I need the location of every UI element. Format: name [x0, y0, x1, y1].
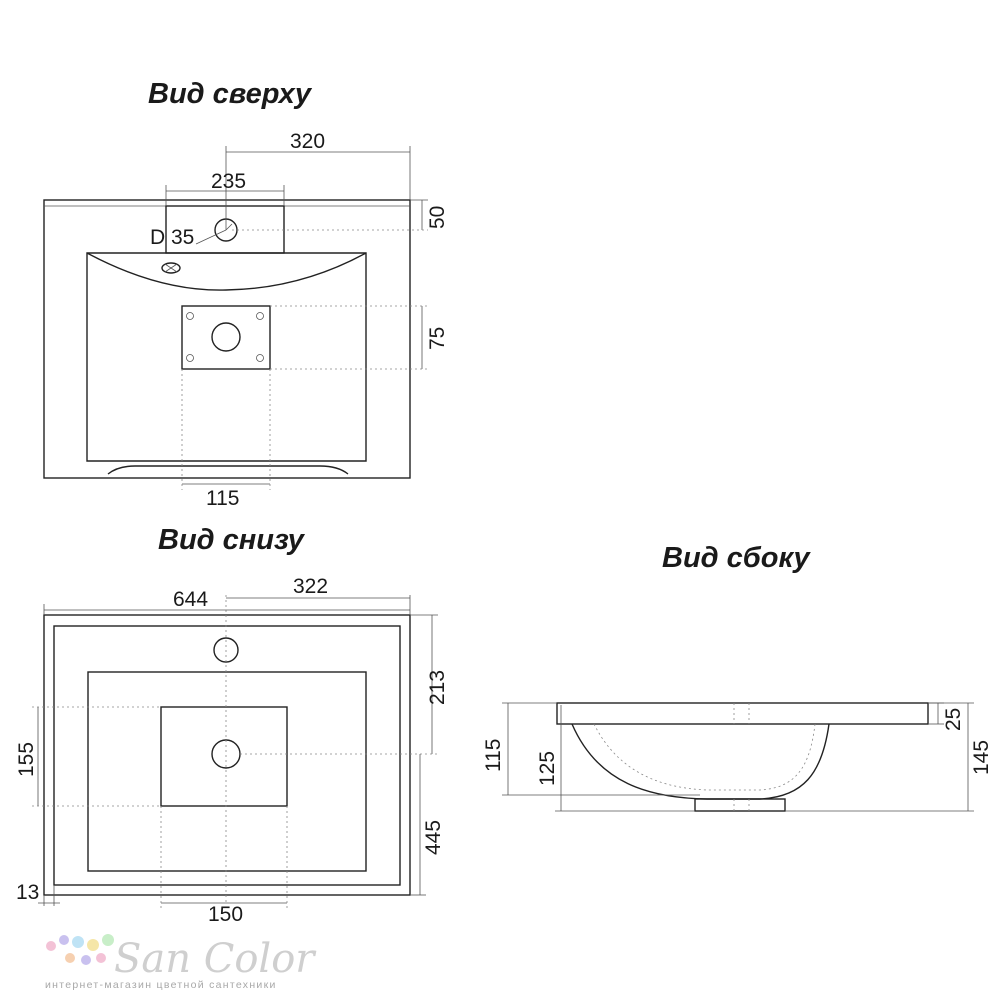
side-bowl-inner [593, 723, 816, 791]
brand-dot-5 [102, 934, 114, 946]
brand-dot-1 [46, 941, 56, 951]
brand-dot-6 [65, 953, 75, 963]
side-view: Вид сбоку 115 125 25 145 [482, 542, 993, 812]
bowl-outline [86, 252, 367, 462]
brand-dot-8 [96, 953, 106, 963]
dim-322-label: 322 [293, 575, 328, 598]
dim-155-label: 155 [15, 742, 38, 777]
top-view-title: Вид сверху [148, 78, 313, 110]
brand-name: San Color [114, 936, 317, 982]
bottom-view-title: Вид снизу [158, 524, 306, 556]
dim-25-label: 25 [942, 708, 965, 731]
bottom-slab-outer [43, 614, 411, 896]
bottom-drain-hole [211, 739, 241, 769]
dim-50-label: 50 [426, 206, 449, 229]
bottom-slab-inner [53, 625, 401, 886]
bowl-rim-curve [86, 252, 367, 291]
dim-145-label: 145 [970, 740, 993, 775]
dim-150-label: 150 [208, 903, 243, 926]
dim-213-label: 213 [426, 670, 449, 705]
dim-115-side-label: 115 [482, 739, 505, 772]
bolt-hole-3 [186, 354, 194, 362]
brand-watermark: San Color интернет-магазин цветной санте… [45, 934, 317, 991]
side-bowl-outer [571, 723, 830, 800]
brand-dot-2 [59, 935, 69, 945]
top-slab-outline [43, 199, 411, 479]
brand-tagline: интернет-магазин цветной сантехники [45, 979, 277, 991]
dim-75-label: 75 [426, 327, 449, 350]
drain-plate [181, 305, 271, 370]
dim-445-label: 445 [422, 820, 445, 855]
bottom-drain-plate [160, 706, 288, 807]
brand-dot-7 [81, 955, 91, 965]
bottom-view: Вид снизу 644 322 213 155 445 13 150 [15, 524, 449, 926]
d35-leader [195, 229, 227, 245]
bolt-hole-4 [256, 354, 264, 362]
top-view: Вид сверху D 35 320 235 [43, 78, 449, 510]
side-view-title: Вид сбоку [662, 542, 811, 574]
dim-320-label: 320 [290, 130, 325, 153]
bolt-hole-1 [186, 312, 194, 320]
tap-hole-marker [225, 223, 233, 231]
overflow-cross-b [164, 263, 178, 273]
dim-13-label: 13 [16, 881, 39, 904]
dim-644-label: 644 [173, 588, 208, 611]
dim-115-label: 115 [206, 487, 239, 510]
dim-235-label: 235 [211, 170, 246, 193]
brand-dot-3 [72, 936, 84, 948]
side-drain [694, 798, 786, 812]
bottom-bowl-outline [87, 671, 367, 872]
bolt-hole-2 [256, 312, 264, 320]
brand-dot-4 [87, 939, 99, 951]
d35-label: D 35 [150, 226, 194, 249]
overflow-icon [161, 262, 181, 274]
side-slab [556, 702, 929, 725]
dim-125-label: 125 [536, 751, 559, 786]
front-lip [107, 465, 349, 475]
drain-hole [211, 322, 241, 352]
